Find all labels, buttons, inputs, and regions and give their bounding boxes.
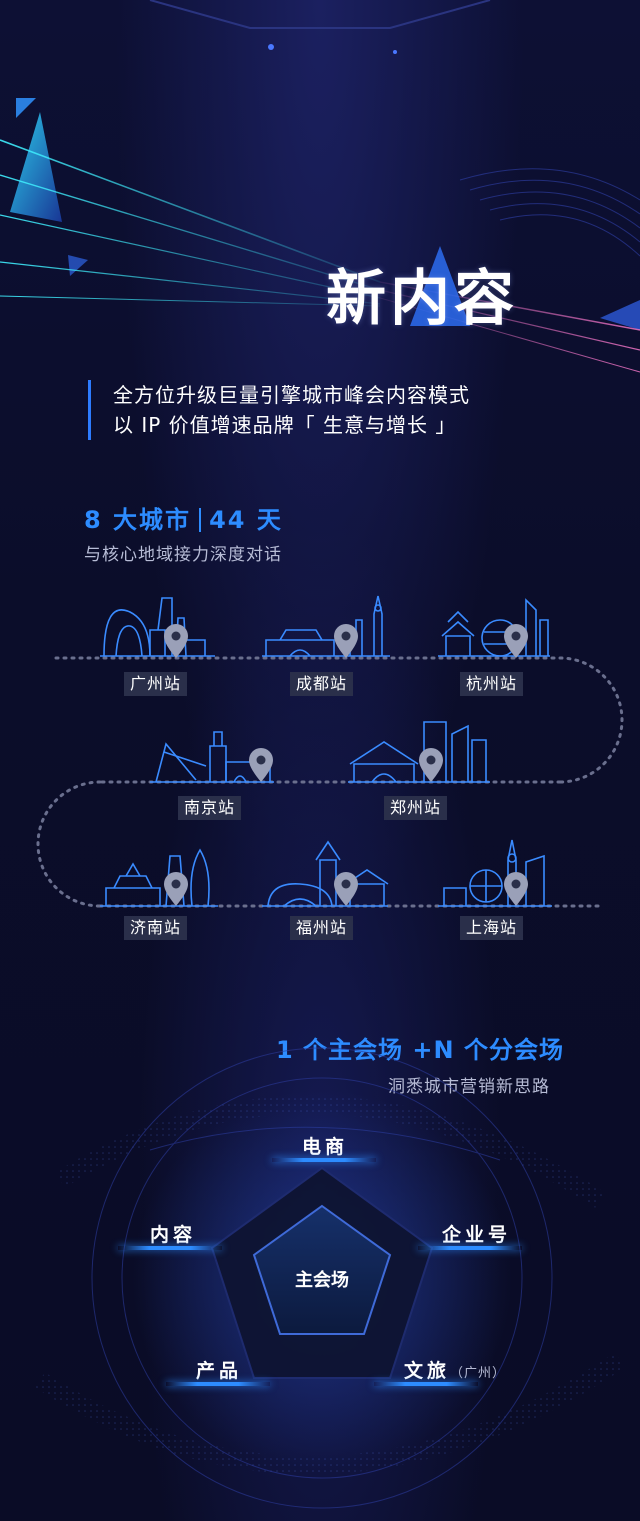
triangle-shape [16, 98, 36, 118]
arc-lines [459, 168, 640, 257]
node-label-product: 产品 [196, 1360, 243, 1382]
node-tourism-note: （广州） [450, 1366, 507, 1381]
location-pin-icon [164, 624, 188, 658]
light-beam [0, 261, 381, 305]
light-beam [379, 281, 640, 331]
node-label-tourism: 文旅（广州） [404, 1356, 506, 1383]
light-beam [0, 174, 381, 291]
nanjing-skyline-icon [150, 731, 274, 783]
station-label-nanjing: 南京站 [178, 796, 242, 820]
triangle-shape [68, 255, 88, 276]
location-pin-icon [249, 748, 273, 782]
node-label-ecommerce: 电商 [302, 1136, 349, 1158]
title-triangle [410, 246, 470, 326]
node-tourism-text: 文旅 [404, 1360, 451, 1382]
location-pin-icon [164, 872, 188, 906]
day-count: 44 天 [209, 506, 283, 534]
light-beam [0, 139, 381, 283]
station-label-chengdu: 成都站 [290, 672, 354, 696]
node-bar [166, 1382, 270, 1386]
city-count: 8 大城市 [84, 506, 192, 534]
main-venue-pentagon [252, 1204, 392, 1335]
location-pin-icon [504, 624, 528, 658]
divider [199, 508, 202, 532]
intro-block: 全方位升级巨量引擎城市峰会内容模式 以 IP 价值增速品牌「 生意与增长 」 [88, 380, 573, 440]
hero-title: 新内容 [326, 264, 518, 334]
station-label-hangzhou: 杭州站 [460, 672, 524, 696]
light-beam [0, 214, 381, 299]
station-label-fuzhou: 福州站 [290, 916, 354, 940]
node-bar [418, 1246, 522, 1250]
intro-line-1: 全方位升级巨量引擎城市峰会内容模式 [113, 383, 470, 407]
zhengzhou-skyline-icon [348, 721, 490, 783]
triangle-shape [600, 300, 640, 330]
station-label-jinan: 济南站 [124, 916, 188, 940]
triangle-shape [10, 112, 62, 222]
hero-decoration [0, 0, 640, 373]
intro-line-2: 以 IP 价值增速品牌「 生意与增长 」 [113, 413, 457, 437]
main-venue-label: 主会场 [295, 1270, 349, 1291]
location-pin-icon [419, 748, 443, 782]
location-pin-icon [504, 872, 528, 906]
location-pin-icon [334, 624, 358, 658]
node-label-content: 内容 [150, 1224, 197, 1246]
location-pin-icon [334, 872, 358, 906]
venue-subtitle: 洞悉城市营销新思路 [388, 1077, 550, 1097]
top-frame-line [149, 0, 491, 29]
station-label-zhengzhou: 郑州站 [384, 796, 448, 820]
venue-heading: 1 个主会场 +N 个分会场 [276, 1036, 564, 1064]
spark-dot [393, 50, 397, 54]
city-subtitle: 与核心地域接力深度对话 [84, 545, 282, 565]
city-route-map [36, 595, 624, 908]
node-bar [118, 1246, 222, 1250]
node-label-enterprise: 企业号 [442, 1224, 512, 1246]
station-label-guangzhou: 广州站 [124, 672, 188, 696]
light-beam [0, 295, 381, 307]
node-bar [374, 1382, 478, 1386]
station-label-shanghai: 上海站 [460, 916, 524, 940]
spark-dot [268, 44, 274, 50]
node-bar [272, 1158, 376, 1162]
jinan-skyline-icon [100, 848, 218, 907]
city-stat-heading: 8 大城市 44 天 [84, 500, 283, 535]
